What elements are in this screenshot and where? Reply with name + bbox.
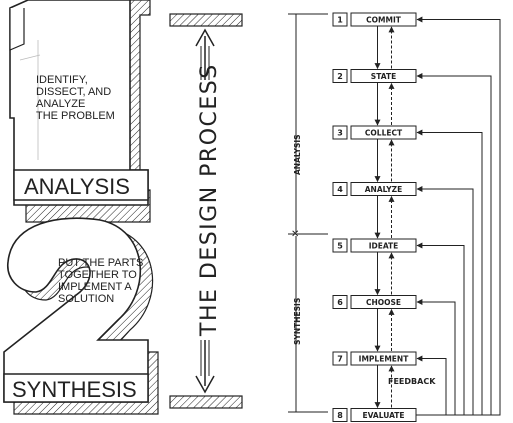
flow-step-5: 5 IDEATE bbox=[333, 239, 416, 252]
step-label: ANALYZE bbox=[365, 185, 403, 194]
feedback-loop-line bbox=[416, 246, 464, 416]
step-label: EVALUATE bbox=[362, 411, 404, 420]
phase-label-synthesis: SYNTHESIS bbox=[293, 298, 302, 345]
step-label: COLLECT bbox=[365, 129, 403, 138]
step-label: IDEATE bbox=[369, 242, 399, 251]
phase-bracket-synthesis: SYNTHESIS ✕ bbox=[288, 229, 328, 412]
synthesis-label-plaque: SYNTHESIS bbox=[4, 374, 148, 402]
top-bar bbox=[170, 14, 242, 26]
arrow-down-icon bbox=[196, 340, 214, 392]
synthesis-desc-line-3: IMPLEMENT A bbox=[58, 281, 132, 293]
design-process-flowchart: ANALYSIS SYNTHESIS ✕ 1 COMMIT 2 STATE 3 COLLE… bbox=[288, 13, 500, 422]
feedback-loop-line bbox=[416, 20, 500, 416]
flow-step-2: 2 STATE bbox=[333, 70, 416, 83]
steps-layer: 1 COMMIT 2 STATE 3 COLLECT 4 ANALYZE 5 IDEATE 6 CHO… bbox=[333, 13, 416, 422]
left-poster: 1 IDENTIFY, DISSECT, AND ANALYZE THE PRO… bbox=[4, 0, 242, 414]
bottom-bar bbox=[170, 396, 242, 408]
step-label: IMPLEMENT bbox=[359, 355, 410, 364]
phase-label-analysis: ANALYSIS bbox=[293, 134, 302, 175]
vertical-title: THE DESIGN PROCESS bbox=[197, 63, 222, 337]
analysis-label: ANALYSIS bbox=[24, 174, 130, 199]
analysis-desc-line-3: ANALYZE bbox=[36, 98, 85, 110]
step-number: 6 bbox=[337, 298, 343, 307]
flow-step-3: 3 COLLECT bbox=[333, 126, 416, 139]
feedback-loop-line bbox=[416, 359, 446, 416]
flow-step-8: 8 EVALUATE bbox=[333, 409, 416, 422]
phase-divider-mark: ✕ bbox=[291, 229, 299, 240]
step-label: CHOOSE bbox=[366, 298, 401, 307]
step-label: STATE bbox=[371, 72, 396, 81]
flow-step-4: 4 ANALYZE bbox=[333, 183, 416, 196]
step-label: COMMIT bbox=[366, 16, 402, 25]
flow-step-7: 7 IMPLEMENT bbox=[333, 352, 416, 365]
phase-bracket-analysis: ANALYSIS bbox=[288, 14, 328, 232]
flow-step-1: 1 COMMIT bbox=[333, 13, 416, 26]
step-number: 1 bbox=[337, 16, 343, 25]
analysis-desc-line-1: IDENTIFY, bbox=[36, 74, 88, 86]
synthesis-desc-line-1: PUT THE PARTS bbox=[58, 257, 143, 269]
synthesis-label: SYNTHESIS bbox=[12, 377, 137, 402]
step-number: 4 bbox=[337, 185, 343, 194]
analysis-desc-line-4: THE PROBLEM bbox=[36, 110, 115, 122]
synthesis-desc-line-2: TOGETHER TO bbox=[58, 269, 137, 281]
feedback-loop-line bbox=[416, 133, 482, 416]
analysis-label-plaque: ANALYSIS bbox=[14, 170, 148, 200]
step-number: 5 bbox=[337, 242, 343, 251]
step-number: 3 bbox=[337, 129, 343, 138]
step-number: 2 bbox=[337, 72, 343, 81]
step-number: 8 bbox=[337, 411, 343, 420]
step-number: 7 bbox=[337, 355, 343, 364]
design-process-title-column: THE DESIGN PROCESS bbox=[170, 14, 242, 408]
synthesis-desc-line-4: SOLUTION bbox=[58, 293, 114, 305]
analysis-desc-line-2: DISSECT, AND bbox=[36, 86, 111, 98]
feedback-label: FEEDBACK bbox=[388, 377, 436, 386]
flow-step-6: 6 CHOOSE bbox=[333, 296, 416, 309]
